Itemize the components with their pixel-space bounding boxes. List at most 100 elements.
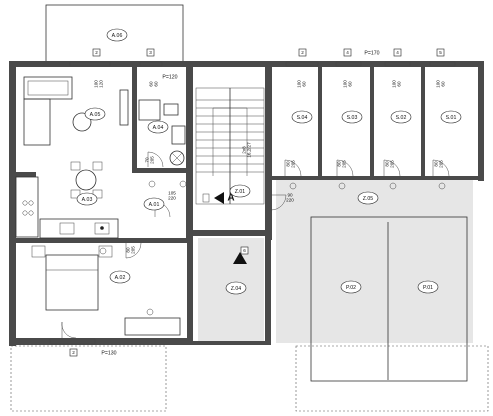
wall-bottom-mid <box>193 341 267 345</box>
room-label-s04: S.04 <box>297 115 308 121</box>
window-s02 <box>384 61 411 67</box>
wall-storage-bottom <box>272 176 478 180</box>
entrance-arrow-icon <box>233 252 247 264</box>
wall-storage-3 <box>421 67 425 177</box>
room-label-p02: P.02 <box>346 285 356 291</box>
ground-outline-left <box>10 345 167 412</box>
window-size-s02: 10060 <box>392 80 402 88</box>
staircase <box>195 87 265 205</box>
room-label-z01: Z.01 <box>235 189 245 195</box>
window-a02 <box>49 338 96 345</box>
door-a04 <box>147 151 164 168</box>
window-tag <box>240 246 249 255</box>
door-z01 <box>270 194 287 211</box>
window-tag-text: 2 <box>72 350 75 355</box>
door-a02 <box>125 242 142 259</box>
window-s01 <box>429 61 456 67</box>
parking-block <box>310 216 468 382</box>
dining-table-icon <box>70 161 103 199</box>
door-size-s02: 80205 <box>385 160 395 168</box>
room-label-s02: S.02 <box>396 115 407 121</box>
doors <box>61 151 450 339</box>
window-tag-text: 3 <box>149 50 152 55</box>
dimension-notes: 100120 6060 10060 10060 10060 10060 2x81… <box>94 80 446 254</box>
window-size-a04: 6060 <box>149 81 159 87</box>
parapet-note-bath: P=120 <box>162 74 177 80</box>
window-tag <box>146 48 155 57</box>
bathroom-fixtures-icon <box>138 99 186 166</box>
window-s04 <box>285 61 319 67</box>
door-s03 <box>336 159 354 177</box>
room-label-z05: Z.05 <box>363 196 373 202</box>
room-labels: A.06 A.05 A.04 A.03 A.02 A.01 S.04 S.03 … <box>76 28 462 295</box>
garage-area <box>276 179 473 343</box>
window-tag <box>298 48 307 57</box>
door-size-s04: 80205 <box>286 160 296 168</box>
wall-top <box>9 61 484 67</box>
window-a05 <box>69 61 111 67</box>
wall-left <box>9 61 16 346</box>
sofa-icon <box>23 76 73 146</box>
room-label-a03: A.03 <box>82 197 93 203</box>
window-s03 <box>335 61 362 67</box>
stair-note: 2x816,2/27 <box>242 142 252 158</box>
window-tag-text: 6 <box>243 248 246 253</box>
wall-bath-left <box>132 67 137 172</box>
window-size-s01: 10060 <box>436 80 446 88</box>
window-tags: 2 3 2 4 4 5 2 6 <box>69 48 445 357</box>
parapet-note-bottom: P=130 <box>101 350 116 356</box>
wall-bath-bottom <box>132 168 189 173</box>
section-label: A <box>227 193 234 204</box>
ground-outline-right <box>295 345 489 412</box>
wall-right-upper <box>478 61 484 181</box>
bed-icon <box>31 245 113 311</box>
window-tag-text: 2 <box>301 50 304 55</box>
window-tag <box>393 48 402 57</box>
door-s02 <box>383 159 401 177</box>
door-s01 <box>432 159 450 177</box>
window-size-s04: 10060 <box>297 80 307 88</box>
door-size-s01: 80205 <box>434 160 444 168</box>
door-balcony <box>61 321 77 339</box>
window-size-a05: 100120 <box>94 80 104 88</box>
cabinet-icon <box>119 89 129 126</box>
window-tag <box>343 48 352 57</box>
door-size-a04: 70205 <box>145 156 155 164</box>
wall-kitchen-stub <box>14 172 36 177</box>
wall-storage-2 <box>370 67 374 177</box>
window-tag-text: 2 <box>95 50 98 55</box>
window-size-s03: 10060 <box>343 80 353 88</box>
room-label-a02: A.02 <box>115 275 126 281</box>
wall-core-right <box>265 67 272 240</box>
door-s04 <box>284 159 302 177</box>
door-size-a02: 80205 <box>126 246 136 254</box>
room-label-a05: A.05 <box>90 112 101 118</box>
window-tag <box>92 48 101 57</box>
room-label-a06: A.06 <box>112 33 123 39</box>
wall-storage-1 <box>318 67 322 177</box>
parapet-note-storage: P=170 <box>364 50 379 56</box>
room-label-z04: Z.04 <box>231 286 241 292</box>
section-arrow-icon <box>214 192 224 204</box>
wall-stair-bottom <box>193 230 271 236</box>
window-tag-text: 4 <box>396 50 399 55</box>
room-label-p01: P.01 <box>423 285 433 291</box>
wall-apt-right <box>187 238 193 345</box>
wall-bedroom-top <box>14 238 189 243</box>
room-label-a04: A.04 <box>153 125 164 131</box>
table-icon <box>72 112 92 132</box>
window-tag-text: 5 <box>439 50 442 55</box>
room-label-s01: S.01 <box>446 115 457 121</box>
wall-bottom <box>9 338 192 345</box>
light-fixtures <box>99 180 446 316</box>
door-size-s03: 80205 <box>337 160 347 168</box>
window-tag-text: 4 <box>346 50 349 55</box>
wall-mid-right <box>265 238 271 345</box>
section-marker-box <box>202 193 210 203</box>
window-tag <box>436 48 445 57</box>
room-label-a01: A.01 <box>149 202 160 208</box>
wall-core-left <box>186 67 193 240</box>
